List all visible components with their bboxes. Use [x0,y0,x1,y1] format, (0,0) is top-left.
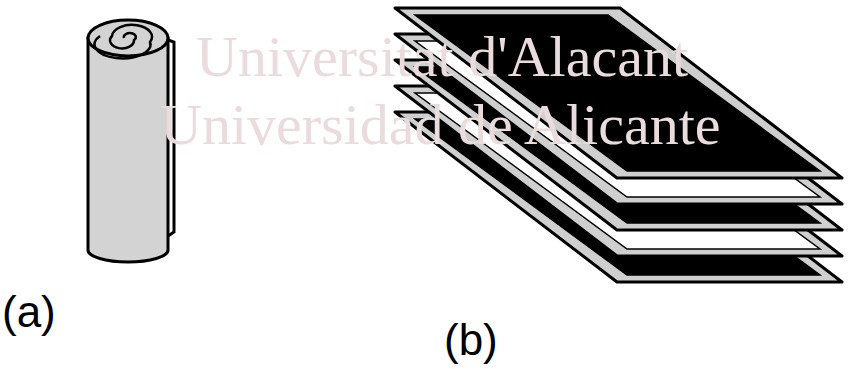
watermark: Universidad de Alicante [160,96,721,154]
watermark: Universitat d'Alacant [196,28,688,86]
panel-label: (b) [444,318,498,362]
panel-label: (a) [2,290,56,334]
